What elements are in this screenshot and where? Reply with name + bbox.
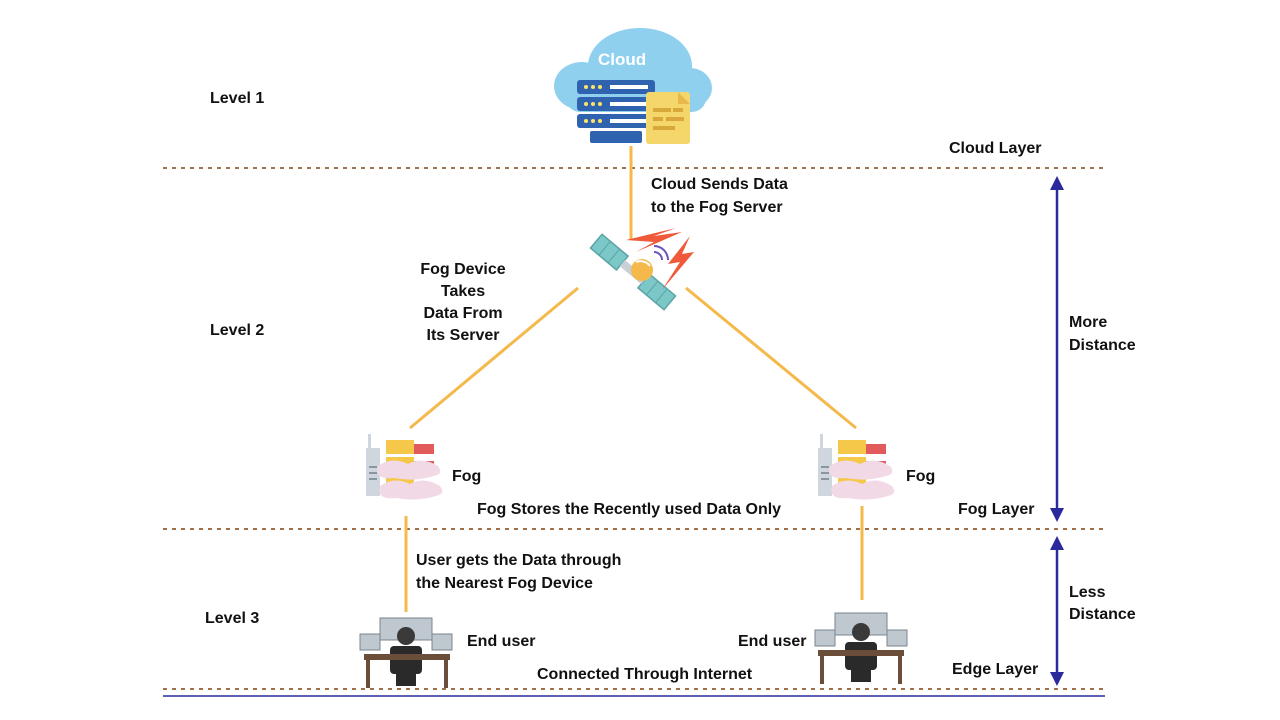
satellite-to-fog-left-link <box>409 286 579 430</box>
cloud-layer-label: Cloud Layer <box>949 140 1042 157</box>
edge-layer-label: Edge Layer <box>952 661 1039 678</box>
fog-right-icon <box>818 434 895 500</box>
end-user-left-icon <box>359 617 453 688</box>
end-user-right-label: End user <box>738 633 807 650</box>
end-user-left-label: End user <box>467 633 536 650</box>
cloud-sends-line-2: to the Fog Server <box>651 199 783 216</box>
fog-takes-line-2: Takes <box>440 283 486 300</box>
fog-left-icon <box>366 434 443 500</box>
fog-takes-line-4: Its Server <box>426 327 500 344</box>
more-distance-line-2: Distance <box>1069 337 1136 354</box>
less-distance-line-1: Less <box>1069 584 1106 601</box>
level-1-label: Level 1 <box>210 90 265 107</box>
fog-takes-line-1: Fog Device <box>420 261 506 278</box>
cloud-label: Cloud <box>598 50 647 69</box>
less-distance-line-2: Distance <box>1069 606 1136 623</box>
fog-stores-label: Fog Stores the Recently used Data Only <box>477 501 782 518</box>
satellite-to-fog-right-link <box>685 286 857 430</box>
cloud-server-icon <box>554 28 712 144</box>
level-2-label: Level 2 <box>210 322 265 339</box>
more-distance-line-1: More <box>1069 314 1108 331</box>
level-3-label: Level 3 <box>205 610 260 627</box>
user-gets-line-2: the Nearest Fog Device <box>416 575 593 592</box>
end-user-right-icon <box>814 612 908 684</box>
satellite-icon <box>589 228 694 311</box>
fog-right-label: Fog <box>906 468 936 485</box>
fog-layer-label: Fog Layer <box>958 501 1035 518</box>
cloud-sends-line-1: Cloud Sends Data <box>651 176 788 193</box>
more-distance-arrow <box>1050 176 1064 522</box>
connected-through-internet-label: Connected Through Internet <box>537 666 753 683</box>
fog-left-label: Fog <box>452 468 482 485</box>
fog-takes-line-3: Data From <box>423 305 503 322</box>
user-gets-line-1: User gets the Data through <box>416 552 622 569</box>
less-distance-arrow <box>1050 536 1064 686</box>
